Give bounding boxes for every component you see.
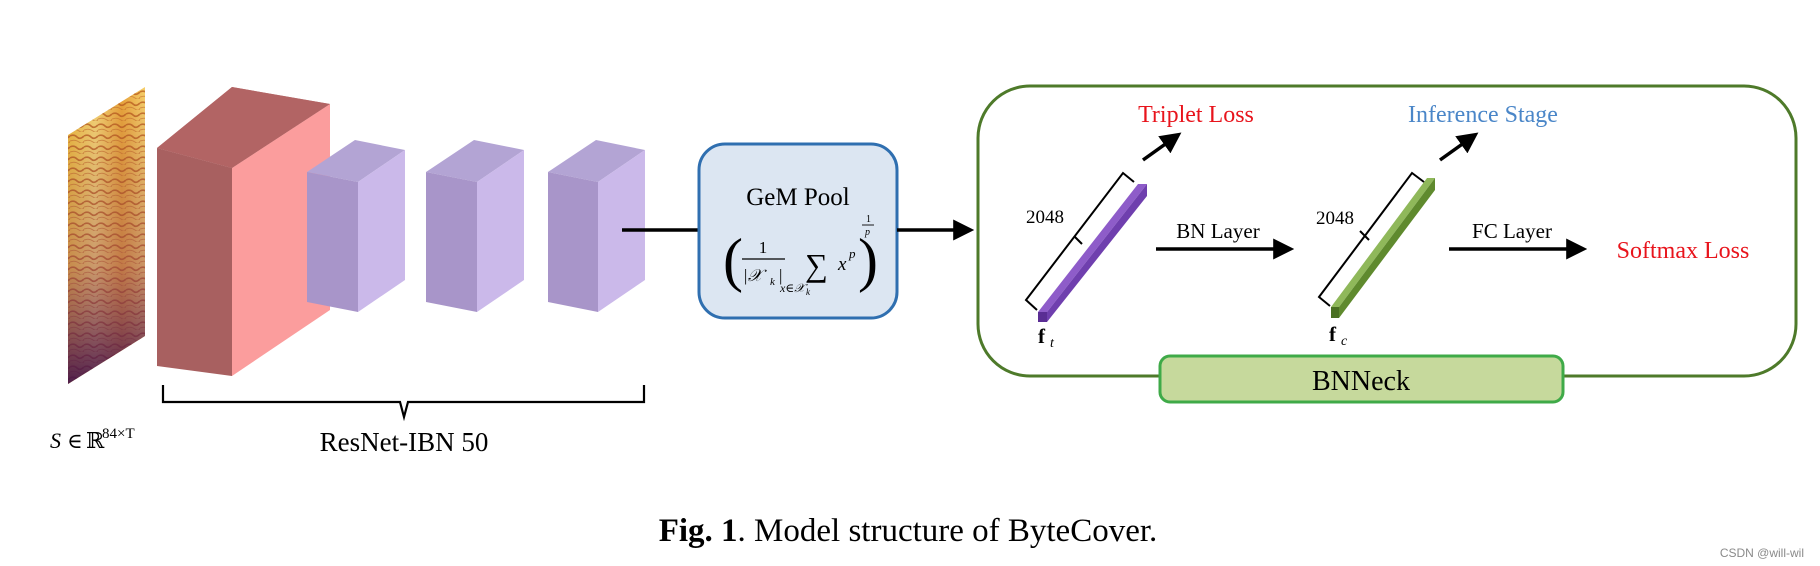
resnet-block-3 xyxy=(426,140,524,312)
caption-text: . Model structure of ByteCover. xyxy=(738,513,1158,549)
bnneck-container xyxy=(976,84,1798,378)
input-label: S ∈ ℝ 84×T xyxy=(50,426,135,453)
ft-dim-tick xyxy=(1073,235,1083,245)
input-label-s: S xyxy=(50,428,61,453)
formula-xk: |𝒳 xyxy=(743,266,768,285)
formula-exp-den: p xyxy=(864,227,870,238)
resnet-block-2 xyxy=(307,140,405,312)
resnet-block-1 xyxy=(157,87,330,376)
formula-exp-num: 1 xyxy=(866,214,871,225)
formula-xk-sub: k xyxy=(770,276,776,288)
spectrogram-image xyxy=(68,87,145,384)
gem-formula: ( 1 |𝒳 k | ∑ x∈𝒳 k x p ) 1 p xyxy=(723,214,878,297)
formula-paren-left: ( xyxy=(723,227,743,293)
fc-dim-bracket xyxy=(1317,171,1425,307)
triplet-loss-label: Triplet Loss xyxy=(1138,102,1254,128)
ft-label: f xyxy=(1038,324,1046,348)
fc-label-sub: c xyxy=(1341,334,1348,349)
ft-dim-label: 2048 xyxy=(1026,207,1064,228)
softmax-loss-label: Softmax Loss xyxy=(1617,238,1750,264)
inference-arrow xyxy=(1438,132,1479,162)
backbone-label: ResNet-IBN 50 xyxy=(320,427,489,457)
fc-dim-tick xyxy=(1359,230,1370,241)
bnneck-label: BNNeck xyxy=(1312,366,1410,397)
formula-sum-sub-k: k xyxy=(806,287,811,297)
feature-vector-fc xyxy=(1331,178,1435,318)
bn-layer-label: BN Layer xyxy=(1176,219,1259,243)
formula-xk-bar: | xyxy=(779,266,782,285)
formula-one: 1 xyxy=(759,238,768,257)
input-label-in: ∈ xyxy=(67,429,83,453)
inference-stage-label: Inference Stage xyxy=(1408,102,1558,128)
backbone-brace xyxy=(161,385,646,422)
caption-bold: Fig. 1 xyxy=(659,513,738,549)
ft-label-sub: t xyxy=(1050,336,1055,351)
feature-vector-ft xyxy=(1038,184,1147,322)
watermark: CSDN @will-wil xyxy=(1719,546,1804,560)
triplet-arrow xyxy=(1141,132,1182,162)
fc-label: f xyxy=(1329,322,1337,346)
input-label-sup: 84×T xyxy=(102,426,135,442)
formula-p: p xyxy=(848,246,856,261)
bnneck-label-box xyxy=(1158,354,1565,404)
fc-dim-label: 2048 xyxy=(1316,208,1354,229)
resnet-block-4 xyxy=(548,140,645,312)
input-label-r: ℝ xyxy=(86,428,105,453)
figure-caption: Fig. 1. Model structure of ByteCover. xyxy=(659,513,1158,549)
gem-pool-title: GeM Pool xyxy=(746,184,850,211)
formula-x: x xyxy=(837,254,847,275)
formula-sum: ∑ xyxy=(805,247,828,283)
formula-sum-sub: x∈𝒳 xyxy=(779,281,808,295)
formula-paren-right: ) xyxy=(858,227,878,293)
fc-layer-label: FC Layer xyxy=(1472,219,1552,243)
